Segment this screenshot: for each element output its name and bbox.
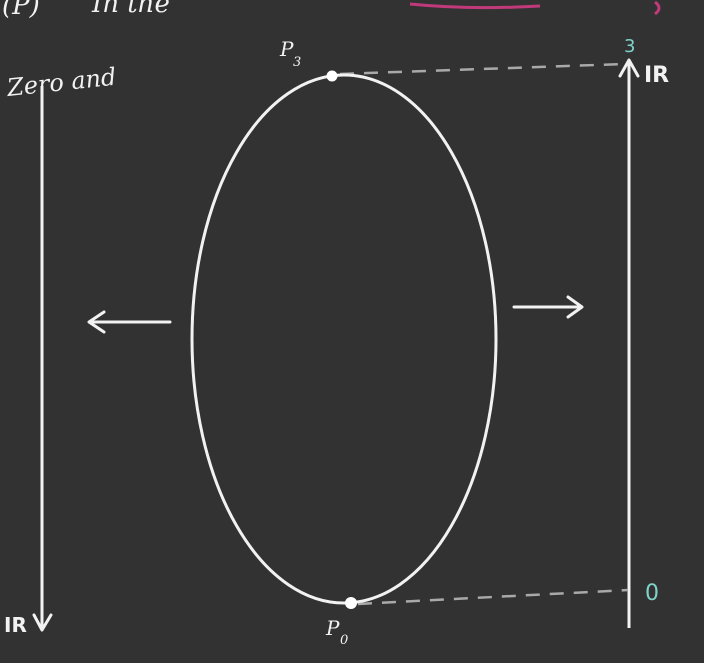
right-axis-label: IR (644, 63, 669, 88)
top-point-subscript: 3 (293, 55, 301, 70)
right-axis-top-value: 3 (624, 36, 635, 57)
dashed-connectors (339, 62, 629, 606)
left-axis-label: IR (4, 613, 27, 637)
header-fragment: (P) In the (2, 0, 661, 21)
down-arrowhead-icon (32, 613, 53, 632)
dashed-line-bottom (357, 588, 629, 606)
magenta-scribble-end (654, 0, 661, 16)
arrow-right-icon (512, 295, 584, 319)
header-fragment-mid: In the (91, 0, 170, 19)
magenta-scribble (409, 2, 541, 10)
up-arrowhead-icon (618, 58, 640, 78)
loop-ellipse (190, 73, 498, 605)
left-axis-caption: Zero and (5, 63, 118, 102)
bottom-point-label: P 0 (325, 616, 348, 648)
right-axis: 3 IR 0 (618, 36, 669, 628)
bottom-point-dot (345, 597, 357, 609)
left-axis: Zero and IR (4, 63, 118, 637)
top-point-letter: P (279, 37, 294, 61)
dashed-line-top (339, 62, 625, 76)
loop: P 3 P 0 (190, 37, 498, 648)
right-axis-bottom-value: 0 (645, 581, 659, 606)
top-point-label: P 3 (279, 37, 301, 70)
bottom-point-subscript: 0 (340, 633, 348, 648)
arrow-left-icon (87, 310, 172, 334)
top-point-dot (326, 70, 338, 82)
header-fragment-left: (P) (2, 0, 40, 21)
bottom-point-letter: P (325, 616, 340, 640)
